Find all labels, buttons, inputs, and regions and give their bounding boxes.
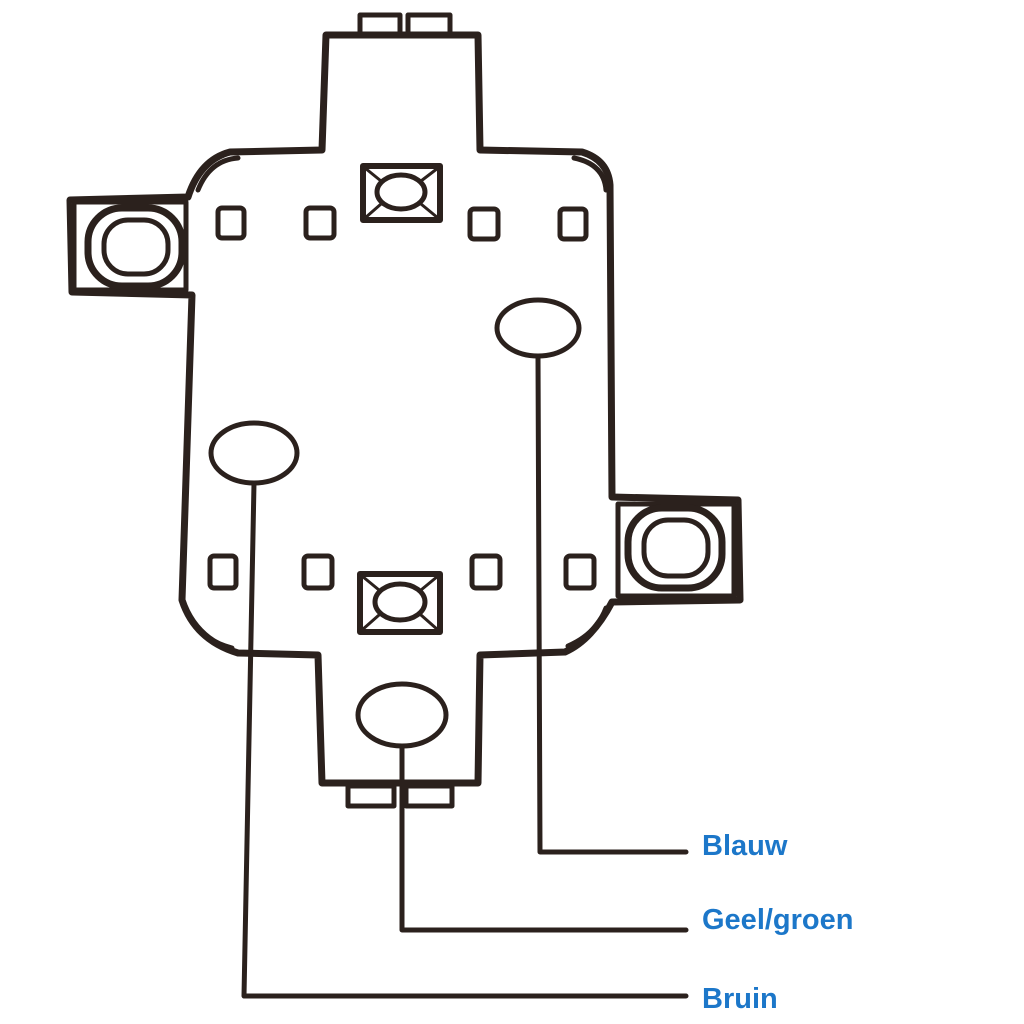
slot [301, 553, 335, 591]
leader-line-yellow-green [399, 743, 689, 933]
wire-hole-brown [208, 420, 300, 486]
slot [207, 553, 239, 591]
corner-arc-bottom-left [183, 607, 235, 651]
corner-arc-bottom-right [565, 605, 609, 649]
square-terminal-frame [360, 163, 443, 223]
mounting-ring-outer [84, 204, 186, 290]
square-terminal-hole [374, 172, 428, 212]
mounting-ring-inner [641, 517, 711, 579]
square-terminal-hole [372, 581, 428, 623]
slot [303, 205, 337, 241]
slot [563, 553, 597, 591]
leader-line-brown [241, 480, 689, 999]
slot [469, 553, 503, 591]
mounting-hole-left [71, 199, 189, 293]
mounting-ring-outer [624, 504, 726, 592]
mounting-hole-right [615, 501, 737, 599]
bottom-tab-left [345, 783, 397, 809]
wire-label-brown: Bruin [702, 983, 778, 1015]
slot-row-bottom [207, 553, 597, 591]
slot [557, 206, 589, 242]
corner-arc-top-left [195, 155, 241, 193]
plate-outline [66, 31, 744, 787]
wire-hole-blue [494, 297, 582, 359]
square-terminal-bottom [357, 571, 443, 635]
slot-row-top [215, 205, 589, 242]
corner-arc-top-right [571, 155, 609, 193]
wire-label-yellow-green: Geel/groen [702, 904, 854, 936]
leader-line-blue [535, 353, 689, 855]
mounting-ring-inner [101, 217, 171, 277]
wire-hole-yellow-green [355, 681, 449, 749]
slot [215, 205, 247, 241]
wire-label-blue: Blauw [702, 830, 788, 862]
corner-arcs [183, 155, 609, 651]
mounting-ear-frame [71, 199, 189, 293]
square-terminal-frame [357, 571, 443, 635]
square-terminal-top [360, 163, 443, 223]
slot [467, 206, 501, 242]
bottom-tab-right [403, 783, 455, 809]
mounting-ear-frame [615, 501, 737, 599]
